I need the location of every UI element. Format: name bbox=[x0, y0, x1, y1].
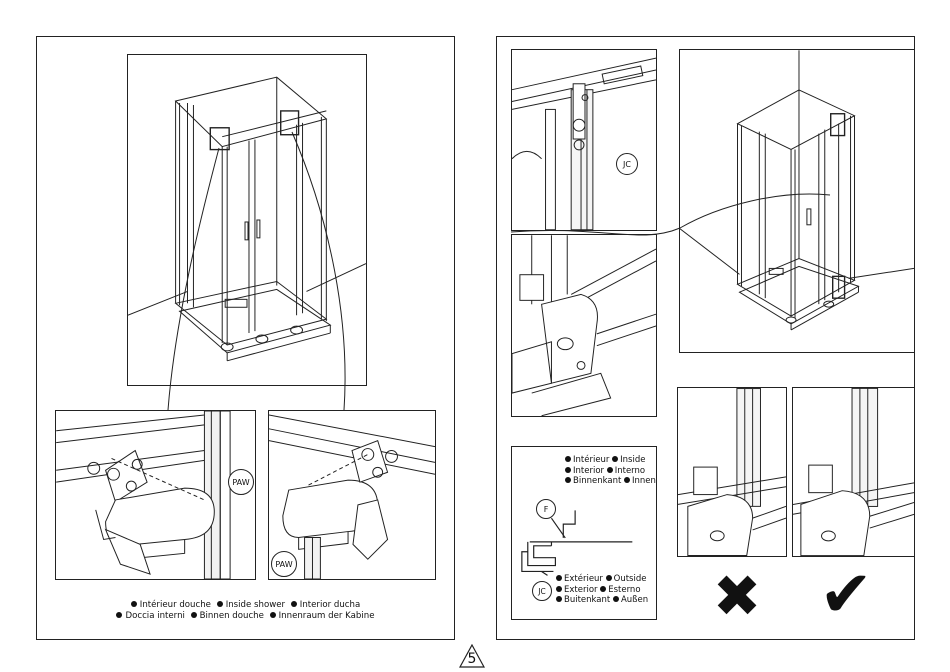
page-number: 5 bbox=[459, 644, 485, 668]
caption-text: Intérieur douche bbox=[140, 600, 211, 610]
label-text: Interno bbox=[615, 466, 645, 476]
label-text: Esterno bbox=[608, 585, 640, 595]
shower-overview-right-illustration bbox=[679, 49, 915, 353]
shower-overview-illustration bbox=[127, 54, 367, 386]
detail-right-illustration: PAW bbox=[268, 410, 436, 580]
label-text: Outside bbox=[614, 574, 647, 584]
inside-labels: Intérieur Inside Interior Interno Binnen… bbox=[565, 455, 656, 487]
label-text: Interior bbox=[573, 466, 604, 476]
detail-left-illustration: PAW bbox=[55, 410, 256, 580]
label-text: Intérieur bbox=[573, 455, 609, 465]
caption-text: Inside shower bbox=[226, 600, 285, 610]
label-text: Außen bbox=[621, 595, 648, 605]
caption-text: Binnen douche bbox=[200, 611, 264, 621]
jc-callout-top: JC bbox=[616, 153, 638, 175]
label-text: Buitenkant bbox=[564, 595, 610, 605]
label-text: Extérieur bbox=[564, 574, 603, 584]
page-number-text: 5 bbox=[459, 651, 485, 667]
caption-text: Doccia interni bbox=[125, 611, 184, 621]
wrong-x-icon: ✖ bbox=[704, 566, 770, 626]
caption-text: Innenraum der Kabine bbox=[279, 611, 375, 621]
jc-callout: JC bbox=[532, 581, 552, 601]
outside-labels: Extérieur Outside Exterior Esterno Buite… bbox=[556, 574, 648, 606]
f-callout: F bbox=[536, 499, 556, 519]
label-text: Binnenkant bbox=[573, 476, 621, 486]
label-text: Innen bbox=[632, 476, 656, 486]
correct-check-icon: ✔ bbox=[808, 562, 884, 628]
hinge-detail-illustration: JC bbox=[511, 49, 657, 231]
label-text: Exterior bbox=[564, 585, 598, 595]
paw-callout-left: PAW bbox=[228, 469, 254, 495]
left-caption: Intérieur douche Inside shower Interior … bbox=[56, 600, 436, 622]
correct-installation-illustration bbox=[792, 387, 915, 557]
wrong-installation-illustration bbox=[677, 387, 787, 557]
caption-text: Interior ducha bbox=[300, 600, 360, 610]
paw-callout-right: PAW bbox=[271, 551, 297, 577]
paw-detail-illustration bbox=[511, 234, 657, 417]
label-text: Inside bbox=[620, 455, 645, 465]
